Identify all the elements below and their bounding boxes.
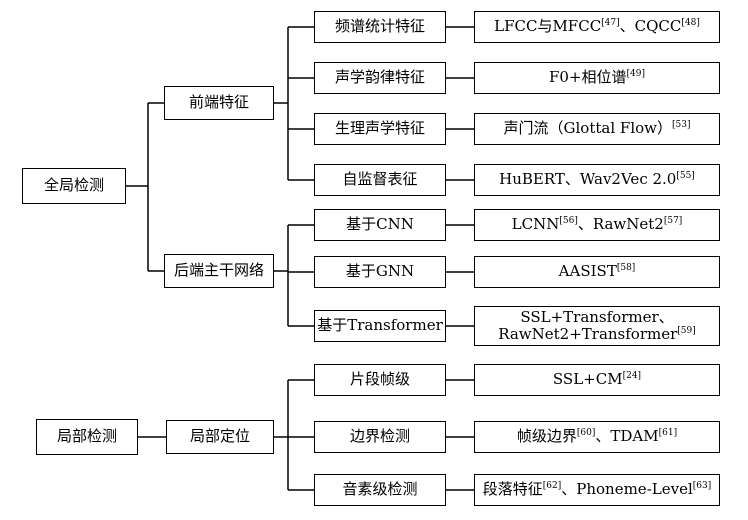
detail-text: SSL+CM	[552, 370, 623, 389]
node-label: 生理声学特征	[334, 119, 425, 138]
node-label: 频谱统计特征	[334, 17, 425, 36]
node-network: 基于CNN	[314, 209, 446, 241]
node-feature: 声学韵律特征	[314, 62, 446, 94]
detail-box: HuBERT、Wav2Vec 2.0[55]	[474, 164, 720, 196]
node-label: 后端主干网络	[173, 261, 264, 280]
detail-content: 声门流（Glottal Flow）[53]	[504, 120, 691, 137]
detail-box: 段落特征[62]、Phoneme-Level[63]	[474, 474, 720, 506]
detail-text: 、TDAM	[595, 427, 659, 446]
detail-content: 帧级边界[60]、TDAM[61]	[517, 428, 677, 445]
node-local-localization: 局部定位	[166, 420, 274, 454]
citation: [57]	[663, 216, 683, 227]
node-frontend-features: 前端特征	[164, 86, 274, 120]
detail-content: AASIST[58]	[559, 263, 636, 280]
detail-text: AASIST	[558, 262, 617, 281]
node-label: 局部定位	[189, 427, 250, 446]
node-label: 基于GNN	[345, 262, 415, 281]
node-label: 基于Transformer	[317, 316, 443, 335]
node-label: 边界检测	[349, 427, 410, 446]
detail-text: 、CQCC	[619, 17, 682, 36]
node-feature: 生理声学特征	[314, 113, 446, 145]
citation: [59]	[677, 326, 696, 336]
node-network: 基于Transformer	[314, 310, 446, 342]
node-local-method: 音素级检测	[314, 474, 446, 506]
citation: [24]	[622, 371, 642, 382]
detail-box: 帧级边界[60]、TDAM[61]	[474, 421, 720, 453]
citation: [61]	[658, 428, 678, 439]
detail-text: 、RawNet2	[577, 215, 664, 234]
detail-content: SSL+CM[24]	[553, 371, 641, 388]
detail-box: 声门流（Glottal Flow）[53]	[474, 113, 720, 145]
detail-box: LCNN[56]、RawNet2[57]	[474, 209, 720, 241]
node-local-method: 片段帧级	[314, 364, 446, 396]
detail-text: LCNN	[511, 215, 560, 234]
node-network: 基于GNN	[314, 256, 446, 288]
node-label: 前端特征	[188, 93, 249, 112]
node-label: 基于CNN	[346, 215, 414, 234]
node-label: 片段帧级	[349, 370, 410, 389]
detail-content: LFCC与MFCC[47]、CQCC[48]	[494, 18, 700, 35]
citation: [62]	[542, 481, 562, 492]
node-label: 自监督表征	[342, 170, 418, 189]
detail-line: SSL+Transformer、	[498, 307, 696, 326]
detail-text: 声门流（Glottal Flow）	[503, 119, 672, 138]
detail-text: F0+相位谱	[548, 68, 627, 87]
node-label: 音素级检测	[342, 480, 418, 499]
node-label: 全局检测	[43, 176, 104, 195]
detail-content: 段落特征[62]、Phoneme-Level[63]	[483, 481, 711, 498]
node-label: 声学韵律特征	[334, 68, 425, 87]
detail-content: HuBERT、Wav2Vec 2.0[55]	[499, 171, 695, 188]
node-local-detection: 局部检测	[36, 419, 138, 455]
node-feature: 自监督表征	[314, 164, 446, 196]
citation: [55]	[676, 171, 695, 182]
citation: [63]	[692, 481, 712, 492]
detail-content: LCNN[56]、RawNet2[57]	[512, 216, 683, 233]
detail-text: 段落特征	[482, 480, 543, 499]
detail-content: SSL+Transformer、RawNet2+Transformer[59]	[498, 307, 696, 344]
detail-text: 、Phoneme-Level	[561, 480, 693, 499]
citation: [47]	[601, 18, 620, 29]
citation: [48]	[681, 18, 700, 29]
citation: [58]	[616, 263, 636, 274]
detail-text: HuBERT、Wav2Vec 2.0	[499, 170, 677, 189]
node-backend-network: 后端主干网络	[164, 254, 274, 288]
detail-content: F0+相位谱[49]	[549, 69, 645, 86]
detail-box: SSL+CM[24]	[474, 364, 720, 396]
citation: [56]	[559, 216, 578, 227]
node-local-method: 边界检测	[314, 421, 446, 453]
detail-text: RawNet2+Transformer	[498, 325, 678, 343]
detail-box: LFCC与MFCC[47]、CQCC[48]	[474, 11, 720, 43]
citation: [49]	[626, 69, 645, 80]
node-global-detection: 全局检测	[22, 168, 126, 204]
detail-text: 帧级边界	[516, 427, 577, 446]
detail-box: SSL+Transformer、RawNet2+Transformer[59]	[474, 306, 720, 346]
detail-text: SSL+Transformer、	[520, 307, 674, 326]
citation: [60]	[576, 428, 596, 439]
node-feature: 频谱统计特征	[314, 11, 446, 43]
detail-box: F0+相位谱[49]	[474, 62, 720, 94]
detail-box: AASIST[58]	[474, 256, 720, 288]
detail-text: LFCC与MFCC	[494, 17, 602, 36]
citation: [53]	[671, 120, 691, 131]
detail-line: RawNet2+Transformer[59]	[498, 325, 696, 343]
node-label: 局部检测	[56, 427, 117, 446]
